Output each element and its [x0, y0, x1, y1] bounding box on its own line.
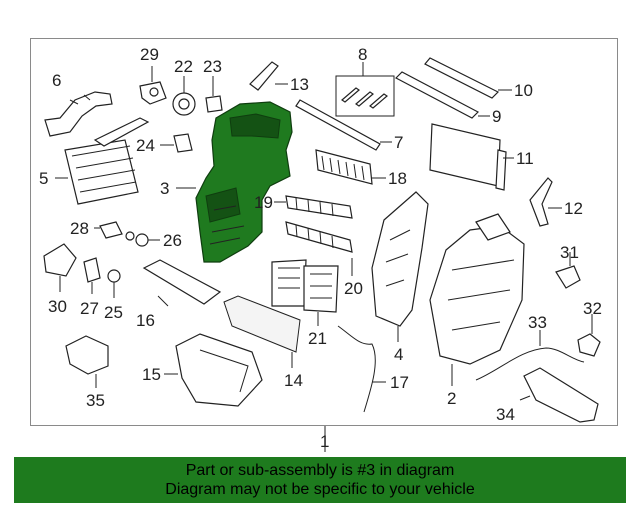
part-23[interactable]	[205, 76, 223, 113]
callout-18[interactable]: 18	[388, 169, 407, 188]
part-info-banner: Part or sub-assembly is #3 in diagram Di…	[14, 457, 626, 503]
callout-34[interactable]: 34	[496, 405, 515, 424]
part-19[interactable]	[274, 195, 353, 219]
callout-20[interactable]: 20	[344, 279, 363, 298]
callout-17[interactable]: 17	[390, 373, 409, 392]
callout-labels: 1 2 3 4 5 6 7 8 9 10 11 12 13 14 15 16 1…	[39, 45, 602, 451]
callout-32[interactable]: 32	[583, 299, 602, 318]
callout-14[interactable]: 14	[284, 371, 303, 390]
part-31[interactable]	[555, 252, 581, 289]
callout-7[interactable]: 7	[394, 133, 403, 152]
part-17[interactable]	[337, 325, 386, 413]
callout-3[interactable]: 3	[160, 179, 169, 198]
part-29[interactable]	[139, 66, 167, 105]
part-2[interactable]	[429, 213, 525, 386]
callout-19[interactable]: 19	[254, 193, 273, 212]
part-27[interactable]	[83, 257, 101, 294]
callout-10[interactable]: 10	[514, 81, 533, 100]
part-30[interactable]	[43, 243, 77, 292]
part-10[interactable]	[424, 57, 512, 99]
callout-23[interactable]: 23	[203, 57, 222, 76]
callout-29[interactable]: 29	[140, 45, 159, 64]
callout-1[interactable]: 1	[320, 432, 329, 451]
part-26[interactable]	[135, 233, 160, 247]
callout-30[interactable]: 30	[48, 297, 67, 316]
part-18[interactable]	[315, 149, 386, 185]
part-24[interactable]	[160, 133, 193, 153]
part-4[interactable]	[371, 191, 429, 342]
part-32[interactable]	[577, 314, 601, 357]
part-28[interactable]	[94, 221, 135, 241]
callout-4[interactable]: 4	[394, 345, 403, 364]
part-12[interactable]	[529, 177, 562, 227]
callout-27[interactable]: 27	[80, 299, 99, 318]
callout-13[interactable]: 13	[290, 75, 309, 94]
callout-31[interactable]: 31	[560, 243, 579, 262]
callout-33[interactable]: 33	[528, 313, 547, 332]
callout-9[interactable]: 9	[492, 107, 501, 126]
callout-22[interactable]: 22	[174, 57, 193, 76]
callout-21[interactable]: 21	[308, 329, 327, 348]
callout-24[interactable]: 24	[136, 136, 155, 155]
part-9[interactable]	[394, 71, 490, 119]
part-22[interactable]	[172, 76, 196, 116]
diagram-frame	[30, 38, 618, 426]
part-35[interactable]	[65, 335, 109, 388]
callout-28[interactable]: 28	[70, 219, 89, 238]
part-20[interactable]	[285, 221, 353, 276]
part-33[interactable]	[475, 330, 585, 381]
callout-25[interactable]: 25	[104, 303, 123, 322]
part-5[interactable]	[55, 117, 150, 205]
callout-5[interactable]: 5	[39, 169, 48, 188]
part-3-highlighted[interactable]	[176, 101, 293, 263]
part-6[interactable]	[44, 91, 113, 137]
banner-line-1: Part or sub-assembly is #3 in diagram	[185, 462, 455, 479]
part-34[interactable]	[519, 367, 599, 423]
part-7[interactable]	[295, 99, 392, 151]
part-14[interactable]	[223, 295, 301, 368]
part-21[interactable]	[271, 259, 339, 326]
callout-12[interactable]: 12	[564, 199, 583, 218]
callout-16[interactable]: 16	[136, 311, 155, 330]
part-15[interactable]	[164, 333, 263, 407]
callout-6[interactable]: 6	[52, 71, 61, 90]
callout-15[interactable]: 15	[142, 365, 161, 384]
callout-26[interactable]: 26	[163, 231, 182, 250]
part-13[interactable]	[249, 61, 288, 91]
callout-35[interactable]: 35	[86, 391, 105, 410]
part-8[interactable]	[335, 62, 395, 117]
callout-8[interactable]: 8	[358, 45, 367, 64]
banner-line-2: Diagram may not be specific to your vehi…	[165, 481, 475, 498]
part-11[interactable]	[429, 123, 514, 191]
callout-11[interactable]: 11	[516, 149, 534, 168]
callout-2[interactable]: 2	[447, 389, 456, 408]
part-16[interactable]	[142, 259, 222, 307]
part-25[interactable]	[107, 269, 121, 298]
